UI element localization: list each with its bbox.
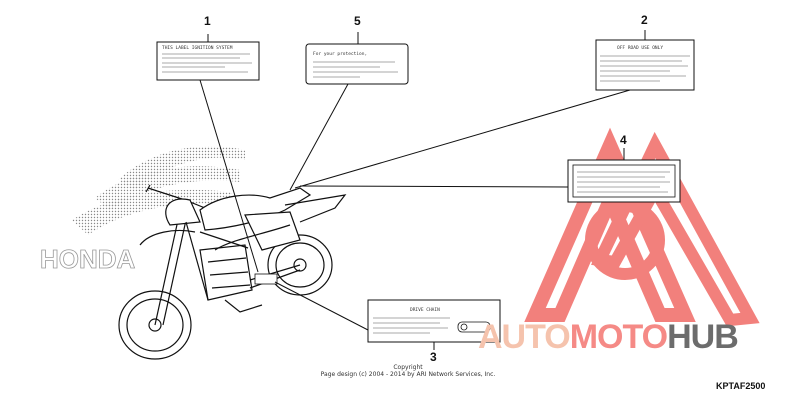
leader-5: [289, 83, 349, 191]
copyright-notice: Copyright Page design (c) 2004 - 2014 by…: [318, 364, 498, 378]
copyright-line-1: Copyright: [393, 364, 423, 371]
label-3: DRIVE CHAIN: [367, 299, 501, 343]
label-1: THIS LABEL IGNITION SYSTEM: [156, 41, 260, 81]
honda-wing-logo: HONDA: [40, 146, 245, 274]
motorcycle-illustration: [118, 184, 347, 360]
label-2-heading: OFF ROAD USE ONLY: [617, 45, 663, 51]
leader-lines: [199, 30, 646, 350]
leader-1: [199, 79, 259, 273]
watermark-part-hub: HUB: [667, 318, 739, 356]
label-2: OFF ROAD USE ONLY: [595, 39, 695, 91]
honda-wordmark: HONDA: [40, 244, 136, 274]
watermark-part-moto: MOTO: [569, 318, 668, 356]
callout-4: 4: [620, 133, 627, 147]
leader-2: [294, 89, 631, 189]
callout-5: 5: [354, 14, 361, 28]
callout-3: 3: [430, 350, 437, 364]
leader-4: [299, 185, 569, 188]
leader-3: [274, 281, 369, 331]
callout-2: 2: [641, 13, 648, 27]
copyright-line-2: Page design (c) 2004 - 2014 by ARI Netwo…: [320, 371, 496, 378]
label-1-heading: THIS LABEL IGNITION SYSTEM: [162, 45, 233, 51]
label-3-heading: DRIVE CHAIN: [410, 307, 440, 313]
label-5-heading: For your protection,: [313, 51, 367, 57]
label-5: For your protection,: [305, 43, 409, 85]
watermark-text: AUTOMOTOHUB: [478, 318, 739, 357]
callout-1: 1: [204, 14, 211, 28]
front-wheel: [118, 290, 192, 360]
label-4: [567, 159, 681, 203]
diagram-code: KPTAF2500: [716, 381, 766, 391]
watermark-part-auto: AUTO: [478, 318, 571, 356]
